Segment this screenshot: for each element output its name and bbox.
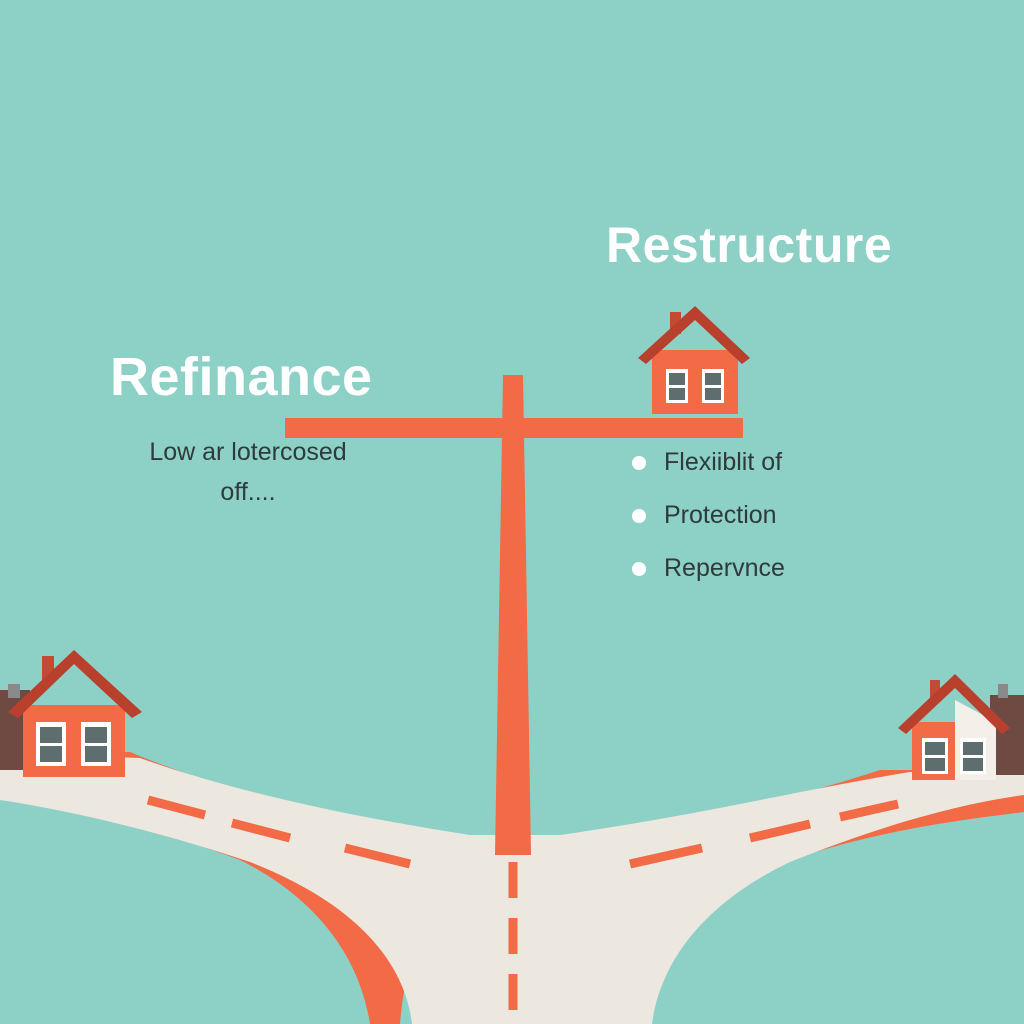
house-right <box>898 674 1024 780</box>
bullet-text: Repervnce <box>664 554 785 582</box>
refinance-title: Refinance <box>110 347 373 407</box>
bullet-dot <box>632 561 646 576</box>
list-item: Repervnce <box>632 542 785 595</box>
bullet-text: Protection <box>664 501 777 529</box>
refinance-line-1: Low ar lotercosed <box>149 438 347 466</box>
list-item: Flexiiblit of <box>632 436 785 489</box>
bullet-dot <box>632 455 646 470</box>
house-refinance <box>0 650 142 777</box>
bullet-text: Flexiiblit of <box>664 448 783 476</box>
lane-markings <box>146 795 899 1010</box>
bullet-dot <box>632 508 646 523</box>
restructure-bullet-list: Flexiiblit of Protection Repervnce <box>632 436 785 595</box>
refinance-description: Low ar lotercosed off.... <box>110 432 386 512</box>
restructure-title: Restructure <box>606 217 893 273</box>
list-item: Protection <box>632 489 785 542</box>
refinance-line-2: off.... <box>220 478 276 506</box>
signpost <box>285 375 743 855</box>
house-restructure <box>638 306 750 414</box>
